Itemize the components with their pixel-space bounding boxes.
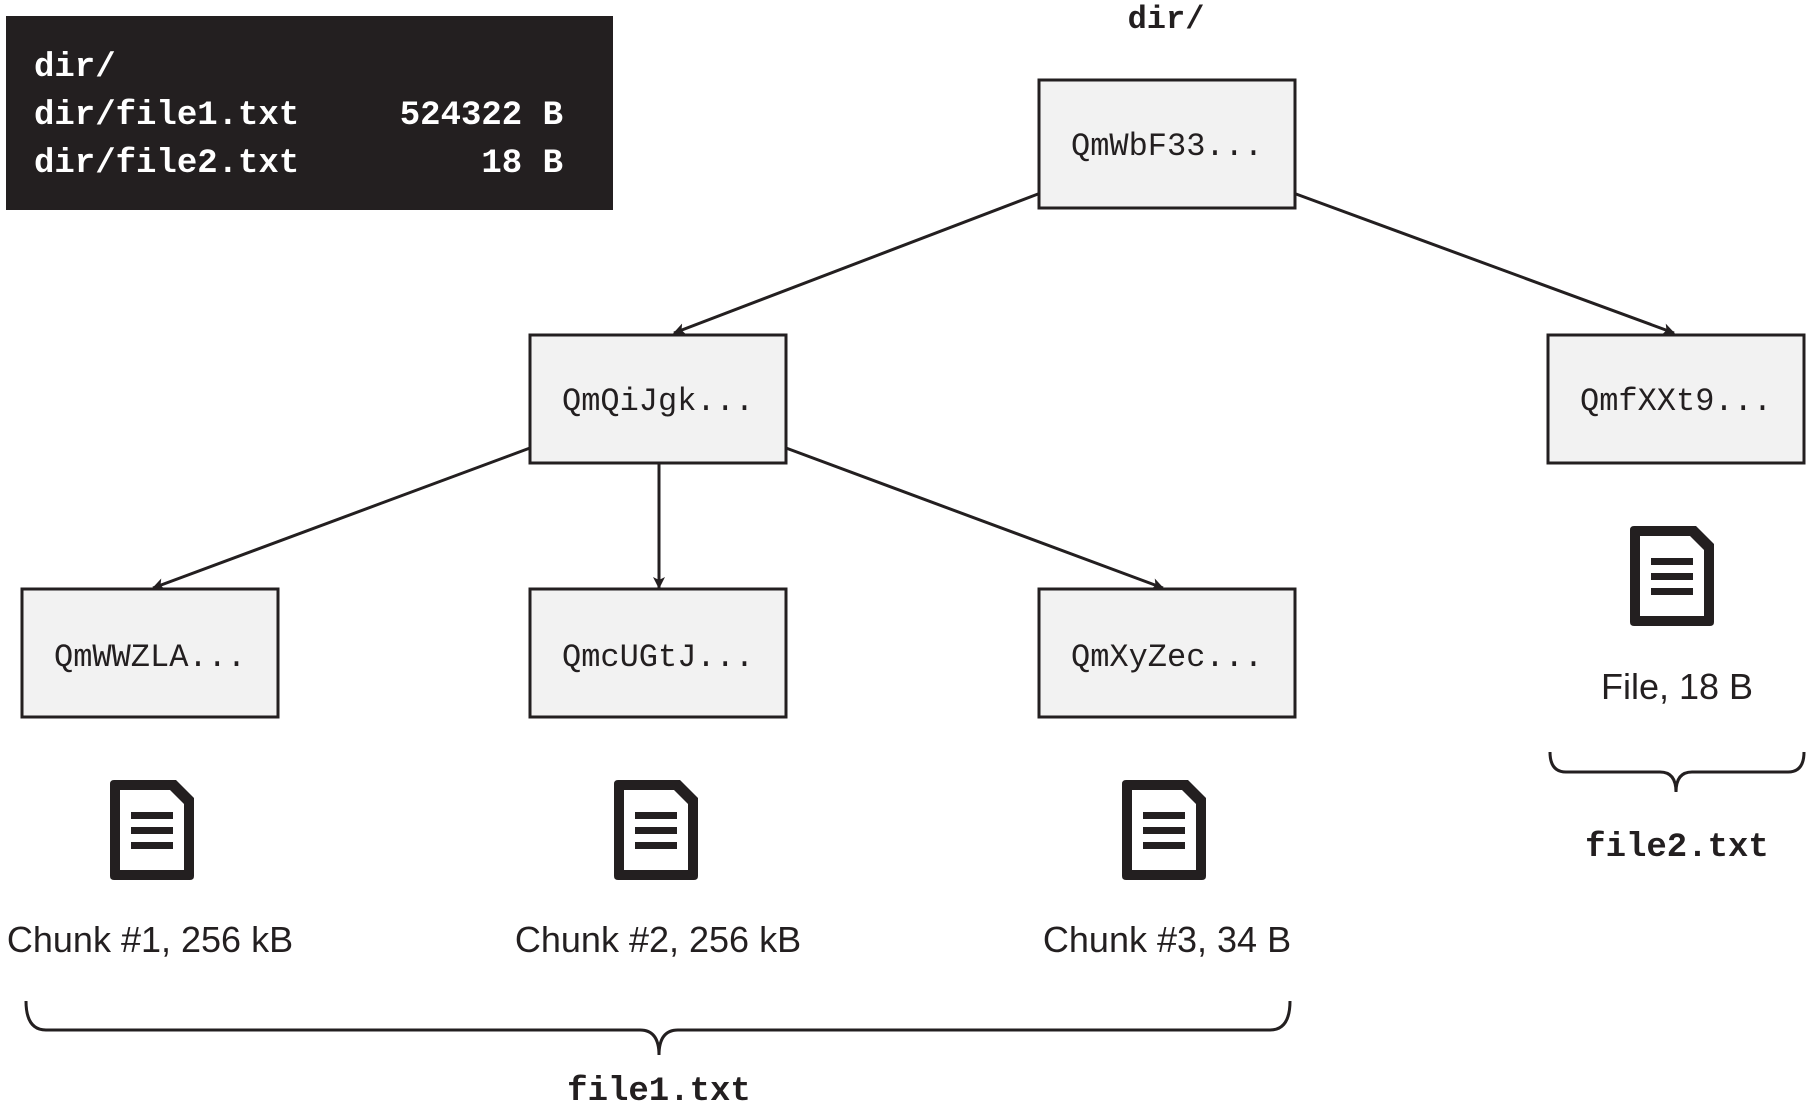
file1-node-hash: QmQiJgk... (562, 383, 754, 420)
edge-root-to-file1 (673, 192, 1039, 335)
root-node-hash: QmWbF33... (1071, 128, 1263, 165)
file2-brace-label: file2.txt (1585, 829, 1769, 867)
chunk-node-2-hash: QmcUGtJ... (562, 639, 754, 676)
dag-edges (152, 192, 1675, 590)
chunk-node-1: QmWWZLA... (20, 587, 280, 719)
listing-line-1-path: dir/ (34, 49, 116, 87)
listing-line-2-path: dir/file1.txt (34, 97, 299, 135)
root-dir-label: dir/ (1128, 1, 1205, 38)
edge-root-to-file2 (1295, 192, 1675, 335)
curly-brace-icon (24, 1000, 1292, 1056)
document-icon (110, 780, 194, 880)
root-node: QmWbF33... (1037, 78, 1297, 210)
file2-node-hash: QmfXXt9... (1580, 383, 1772, 420)
curly-brace-icon (1548, 751, 1806, 793)
file2-caption: File, 18 B (1601, 666, 1753, 707)
chunk-1-caption: Chunk #1, 256 kB (7, 919, 293, 960)
listing-line-3-path: dir/file2.txt (34, 145, 299, 183)
listing-line-3-size: 18 B (481, 145, 563, 183)
edge-file1-to-chunk1 (152, 446, 531, 590)
chunk-node-3-hash: QmXyZec... (1071, 639, 1263, 676)
document-icon (614, 780, 698, 880)
chunk-node-1-hash: QmWWZLA... (54, 639, 246, 676)
edge-file1-to-chunk3 (785, 446, 1164, 590)
document-icon (1122, 780, 1206, 880)
file1-node: QmQiJgk... (528, 333, 788, 465)
chunk-node-3: QmXyZec... (1037, 587, 1297, 719)
chunk-3-caption: Chunk #3, 34 B (1043, 919, 1291, 960)
file1-brace-label: file1.txt (567, 1073, 751, 1108)
document-icon (1630, 526, 1714, 626)
chunk-node-2: QmcUGtJ... (528, 587, 788, 719)
directory-listing-panel: dir/ dir/file1.txt 524322 B dir/file2.tx… (6, 16, 613, 210)
file2-node: QmfXXt9... (1546, 333, 1806, 465)
listing-line-2-size: 524322 B (400, 97, 563, 135)
chunk-2-caption: Chunk #2, 256 kB (515, 919, 801, 960)
